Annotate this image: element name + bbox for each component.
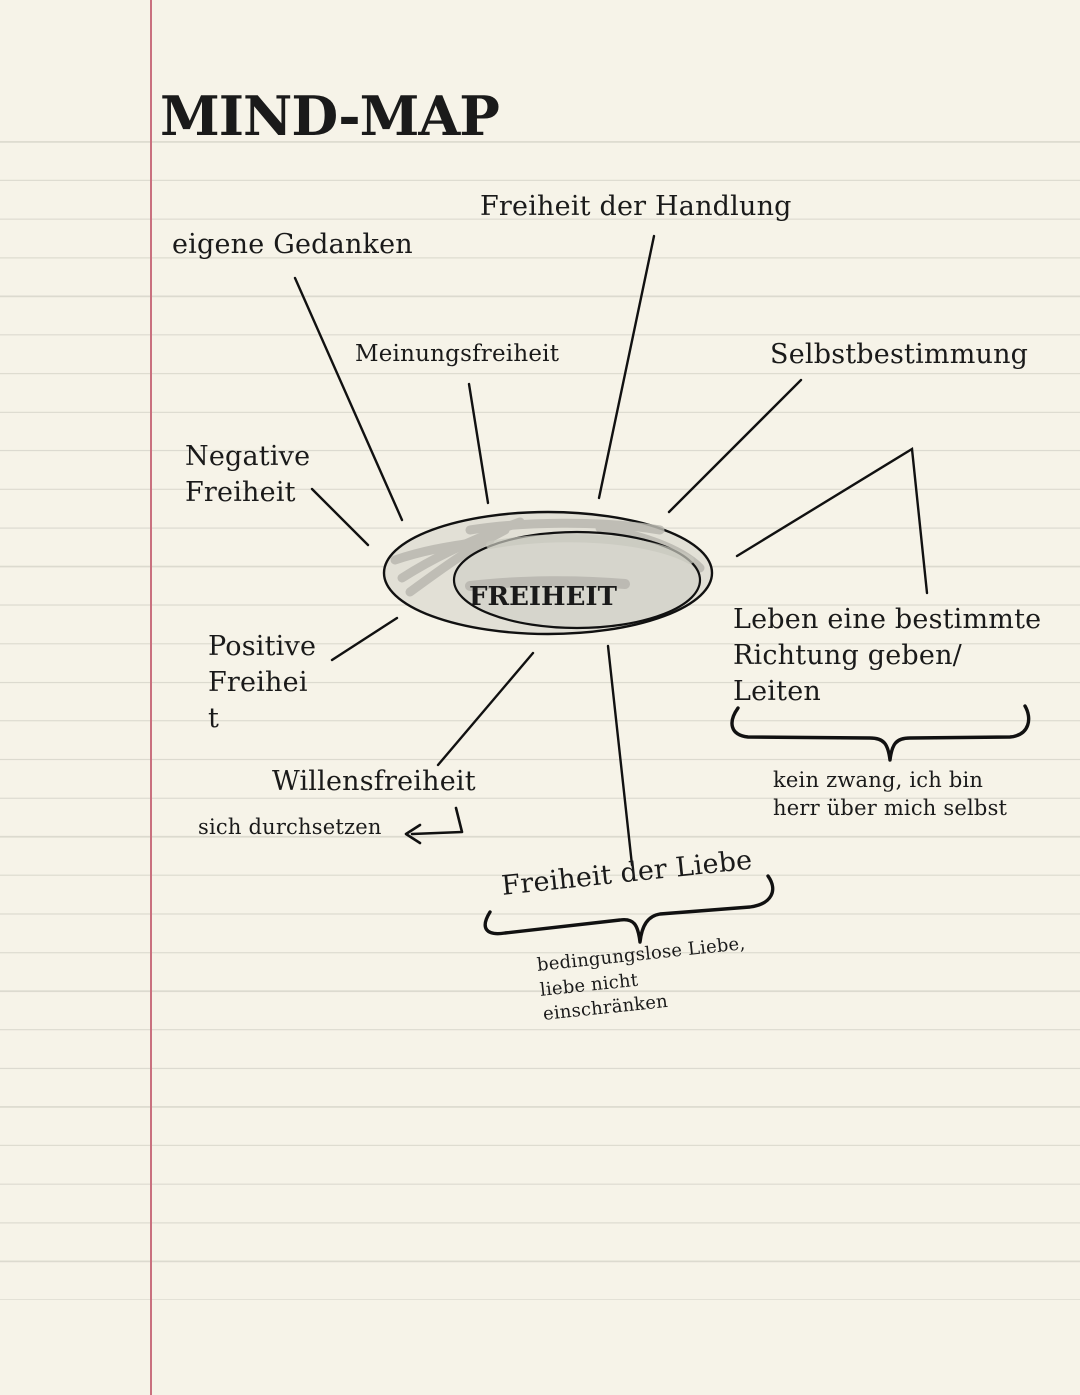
ruled-lines <box>0 0 1080 1300</box>
note-sich-durchsetzen: sich durchsetzen <box>198 815 382 839</box>
red-margin-line <box>150 0 152 1395</box>
brace-liebe <box>483 874 775 944</box>
node-negative-freiheit-line1: Negative <box>185 441 311 472</box>
node-meinungsfreiheit: Meinungsfreiheit <box>355 341 560 367</box>
node-positive-freiheit-line2: Freihei <box>208 667 308 698</box>
connector-meinungsfreiheit <box>467 382 490 505</box>
node-negative-freiheit-line2: Freiheit <box>185 477 296 508</box>
connector-selbstbestimmung <box>667 378 803 514</box>
center-node-freiheit: FREIHEIT <box>469 582 617 612</box>
connector-eigene-gedanken <box>293 276 404 522</box>
connector-freiheit-der-liebe <box>606 644 634 867</box>
page-title: MIND-MAP <box>160 84 500 148</box>
arrow-return-icon <box>404 806 464 845</box>
brace-leben <box>730 704 1031 762</box>
connector-negative-freiheit <box>310 487 370 547</box>
connector-willensfreiheit <box>436 651 535 767</box>
node-leben-richtung-line3: Leiten <box>733 676 821 707</box>
node-freiheit-der-handlung: Freiheit der Handlung <box>480 191 792 222</box>
note-leben-line2: herr über mich selbst <box>773 796 1008 820</box>
note-leben-line1: kein zwang, ich bin <box>773 768 984 792</box>
node-positive-freiheit-line1: Positive <box>208 631 317 662</box>
connector-positive-freiheit <box>330 616 399 662</box>
node-positive-freiheit-line3: t <box>208 703 220 734</box>
top-margin <box>0 0 1080 140</box>
connector-leben-richtung <box>735 446 929 595</box>
connector-freiheit-der-handlung <box>597 234 656 500</box>
node-leben-richtung-line2: Richtung geben/ <box>733 640 962 671</box>
node-leben-richtung-line1: Leben eine bestimmte <box>733 604 1042 635</box>
node-willensfreiheit: Willensfreiheit <box>272 766 476 797</box>
bottom-margin <box>0 1300 1080 1395</box>
node-eigene-gedanken: eigene Gedanken <box>172 229 413 260</box>
center-ellipse <box>382 510 714 636</box>
node-selbstbestimmung: Selbstbestimmung <box>770 339 1029 370</box>
